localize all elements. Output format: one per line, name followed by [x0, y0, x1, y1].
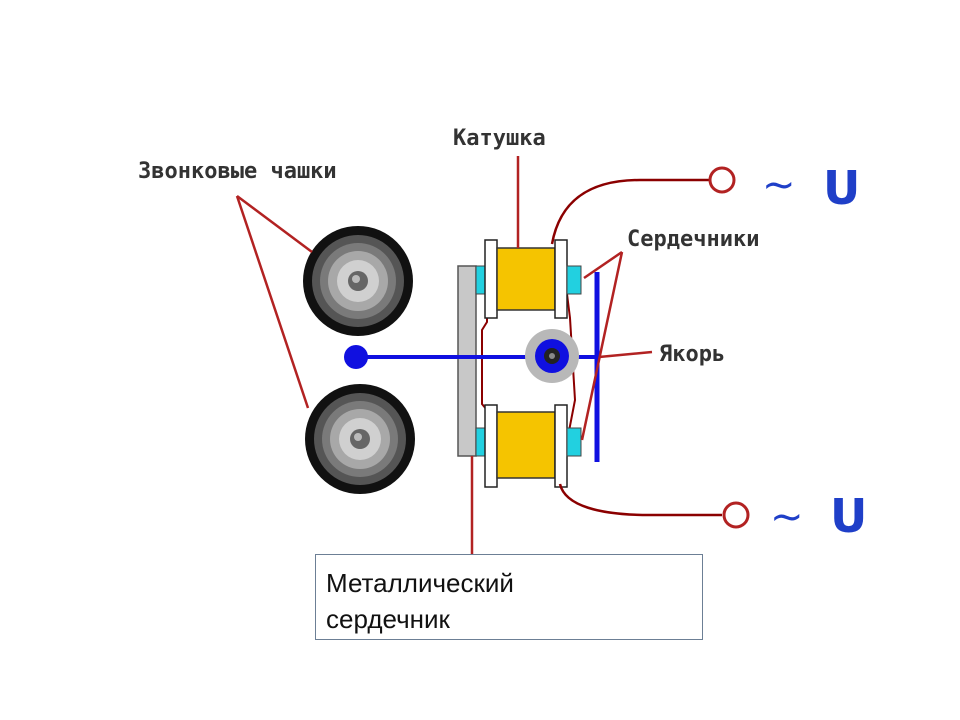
- bell-cup-top: [303, 226, 413, 336]
- terminal-top: [708, 166, 736, 194]
- coil-bottom: [475, 404, 582, 488]
- label-armature: Якорь: [659, 342, 725, 367]
- terminal-bottom: [722, 501, 750, 529]
- label-cores: Сердечники: [627, 227, 759, 252]
- label-coil: Катушка: [453, 126, 546, 151]
- armature: [344, 272, 600, 462]
- metal-core-bar: [457, 265, 477, 457]
- power-wire-top: [550, 178, 710, 245]
- voltage-bottom-symbol: U: [830, 489, 867, 543]
- voltage-top-symbol: U: [823, 161, 860, 215]
- label-bell-cups: Звонковые чашки: [138, 159, 337, 184]
- caption-box-metal-core: Металлический сердечник: [315, 554, 703, 640]
- leader-lines: [235, 156, 653, 556]
- voltage-top-tilde: ~: [762, 162, 796, 208]
- bell-cup-bottom: [305, 384, 415, 494]
- caption-line-1: Металлический: [326, 568, 514, 598]
- voltage-bottom-tilde: ~: [770, 494, 804, 540]
- coil-top: [475, 239, 582, 319]
- caption-line-2: сердечник: [326, 604, 450, 634]
- power-wire-bottom: [558, 483, 722, 517]
